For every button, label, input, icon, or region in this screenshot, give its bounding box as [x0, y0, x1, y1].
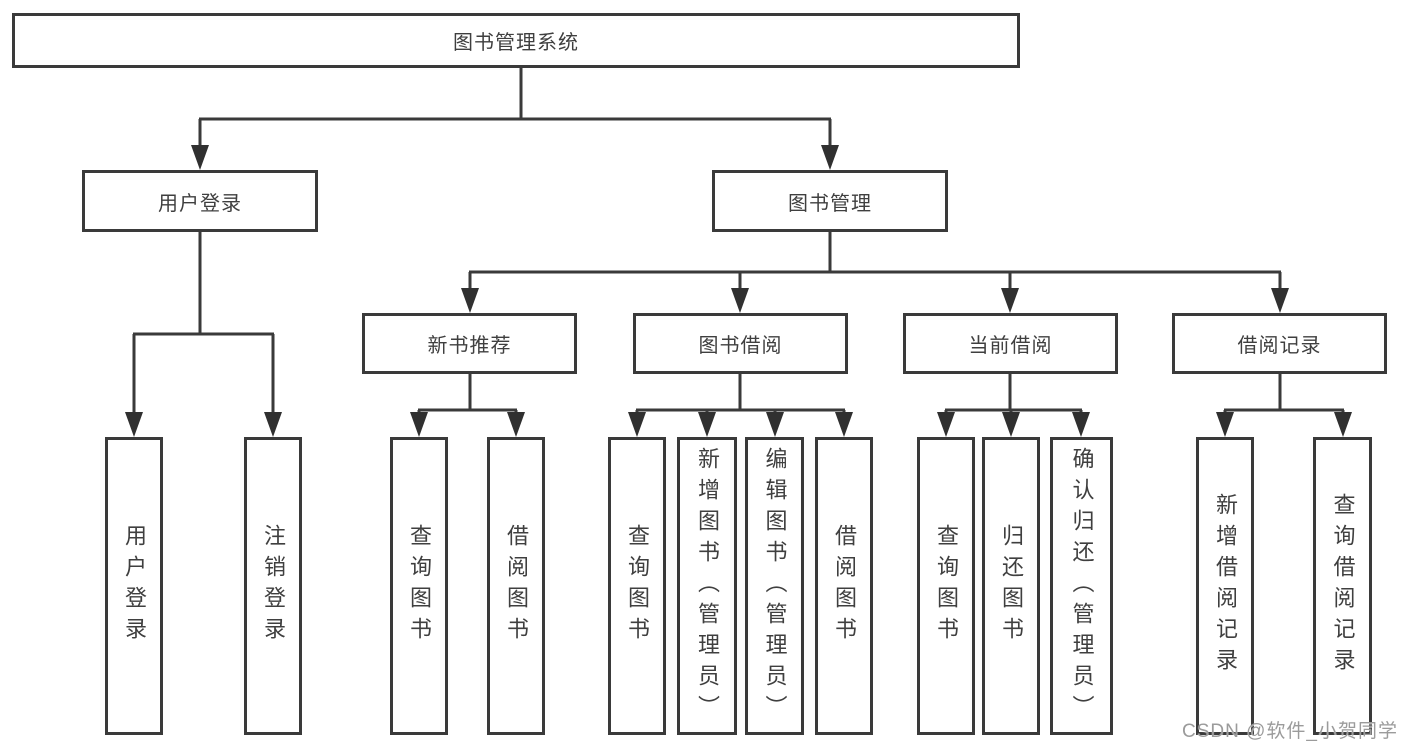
node-label: 注销登录	[261, 524, 286, 648]
arrow-icon	[1072, 412, 1090, 437]
leaf-query-borrow-record: 查询借阅记录	[1313, 437, 1372, 735]
node-label: 新增图书（管理员）	[695, 446, 720, 726]
arrowheads	[125, 145, 1352, 437]
leaf-add-borrow-record: 新增借阅记录	[1196, 437, 1254, 735]
node-label: 借阅记录	[1237, 335, 1322, 357]
node-book-management: 图书管理	[712, 170, 948, 232]
arrow-icon	[1271, 288, 1289, 313]
node-label: 图书管理	[788, 192, 872, 215]
arrow-icon	[937, 412, 955, 437]
node-label: 当前借阅	[968, 335, 1053, 357]
arrow-icon	[1001, 288, 1019, 313]
leaf-add-books-admin: 新增图书（管理员）	[677, 437, 737, 735]
node-label: 图书借阅	[698, 335, 783, 357]
arrow-icon	[731, 288, 749, 313]
node-label: 查询图书	[407, 524, 432, 648]
arrow-icon	[698, 412, 716, 437]
arrow-icon	[1002, 412, 1020, 437]
connector-newbook-to-leaves	[417, 374, 518, 424]
connector-root-to-level2	[198, 68, 832, 160]
node-label: 图书管理系统	[453, 32, 579, 54]
leaf-logout: 注销登录	[244, 437, 302, 735]
leaf-return-books: 归还图书	[982, 437, 1040, 735]
node-current-borrow: 当前借阅	[903, 313, 1118, 374]
connector-records-to-leaves	[1223, 374, 1345, 424]
node-label: 查询图书	[934, 524, 959, 648]
arrow-icon	[191, 145, 209, 170]
node-label: 归还图书	[999, 524, 1024, 648]
connector-bookborrow-to-leaves	[635, 374, 846, 424]
node-label: 查询借阅记录	[1330, 493, 1356, 679]
leaf-query-books-borrow: 查询图书	[608, 437, 666, 735]
node-label: 用户登录	[158, 192, 242, 215]
leaf-user-login: 用户登录	[105, 437, 163, 735]
node-label: 编辑图书（管理员）	[762, 446, 788, 726]
connector-userlogin-to-leaves	[132, 232, 275, 424]
arrow-icon	[125, 412, 143, 437]
node-book-borrow: 图书借阅	[633, 313, 848, 374]
node-new-book-recommend: 新书推荐	[362, 313, 577, 374]
leaf-confirm-return-admin: 确认归还（管理员）	[1050, 437, 1113, 735]
node-user-login: 用户登录	[82, 170, 318, 232]
node-label: 新增借阅记录	[1213, 493, 1238, 679]
leaf-query-books-recommend: 查询图书	[390, 437, 448, 735]
node-label: 查询图书	[625, 524, 650, 648]
node-label: 确认归还（管理员）	[1069, 446, 1095, 726]
arrow-icon	[264, 412, 282, 437]
leaf-edit-books-admin: 编辑图书（管理员）	[745, 437, 804, 735]
node-label: 借阅图书	[504, 524, 529, 648]
leaf-query-books-current: 查询图书	[917, 437, 975, 735]
arrow-icon	[628, 412, 646, 437]
arrow-icon	[410, 412, 428, 437]
arrow-icon	[461, 288, 479, 313]
arrow-icon	[835, 412, 853, 437]
arrow-icon	[507, 412, 525, 437]
leaf-borrow-books: 借阅图书	[815, 437, 873, 735]
node-root-system: 图书管理系统	[12, 13, 1020, 68]
leaf-borrow-books-recommend: 借阅图书	[487, 437, 545, 735]
connector-bookmgmt-to-level3	[468, 232, 1282, 302]
node-label: 借阅图书	[832, 524, 857, 648]
arrow-icon	[766, 412, 784, 437]
arrow-icon	[1334, 412, 1352, 437]
csdn-watermark: CSDN @软件_小贺同学	[1182, 721, 1398, 742]
node-label: 新书推荐	[427, 335, 512, 357]
node-borrow-records: 借阅记录	[1172, 313, 1387, 374]
arrow-icon	[821, 145, 839, 170]
node-label: 用户登录	[122, 524, 147, 648]
arrow-icon	[1216, 412, 1234, 437]
